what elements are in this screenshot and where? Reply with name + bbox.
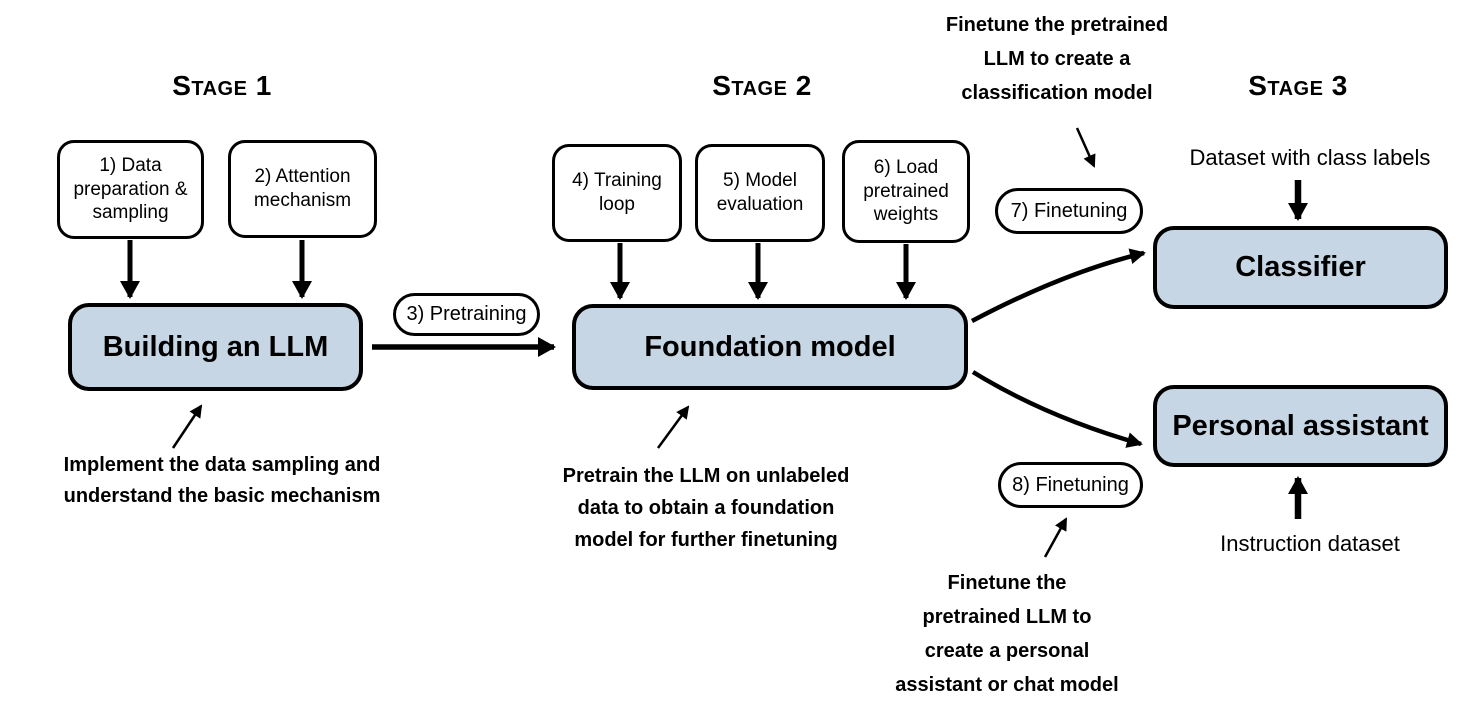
stage1-title: Stage 1 (172, 70, 272, 101)
note-line: pretrained LLM to (922, 606, 1092, 628)
note-line: data to obtain a foundation (577, 497, 835, 519)
note-finetuning-classifier: Finetune the pretrained LLM to create a … (927, 8, 1187, 110)
note-building-an-llm: Implement the data sampling and understa… (42, 450, 402, 512)
box-personal-assistant: Personal assistant (1153, 385, 1448, 467)
pill-pretraining: 3) Pretraining (393, 293, 540, 336)
box-model-evaluation: 5) Model evaluation (695, 144, 825, 242)
label-dataset-with-class-labels: Dataset with class labels (1189, 145, 1431, 170)
box-attention-mechanism: 2) Attention mechanism (228, 140, 377, 238)
stage2-title: Stage 2 (712, 70, 812, 101)
box-load-pretrained-weights: 6) Load pretrained weights (842, 140, 970, 243)
note-line: understand the basic mechanism (63, 485, 381, 507)
note-arrow-finetuning7-icon (1075, 127, 1096, 168)
box-classifier: Classifier (1153, 226, 1448, 309)
note-foundation-model: Pretrain the LLM on unlabeled data to ob… (546, 460, 866, 556)
pill-finetuning-8: 8) Finetuning (998, 462, 1143, 508)
note-line: Implement the data sampling and (63, 454, 381, 476)
note-finetuning-assistant: Finetune the pretrained LLM to create a … (877, 566, 1137, 702)
label-instruction-dataset: Instruction dataset (1220, 531, 1400, 556)
note-line: model for further finetuning (574, 529, 838, 551)
curve-foundation-to-classifier-icon (970, 248, 1146, 323)
note-line: create a personal (924, 640, 1090, 662)
box-data-preparation: 1) Data preparation & sampling (57, 140, 204, 239)
curve-foundation-to-assistant-icon (971, 370, 1143, 448)
note-line: Finetune the pretrained (945, 14, 1169, 36)
note-line: Finetune the (947, 572, 1067, 594)
note-line: assistant or chat model (895, 674, 1119, 696)
box-building-an-llm: Building an LLM (68, 303, 363, 391)
note-arrow-finetuning8-icon (1043, 517, 1068, 558)
note-arrow-foundation-icon (656, 405, 690, 449)
pill-finetuning-7: 7) Finetuning (995, 188, 1143, 234)
note-line: classification model (961, 82, 1153, 104)
box-foundation-model: Foundation model (572, 304, 968, 390)
box-training-loop: 4) Training loop (552, 144, 682, 242)
stage3-title: Stage 3 (1248, 70, 1348, 101)
note-line: Pretrain the LLM on unlabeled (562, 465, 850, 487)
note-arrow-building-icon (171, 404, 203, 449)
note-line: LLM to create a (983, 48, 1131, 70)
